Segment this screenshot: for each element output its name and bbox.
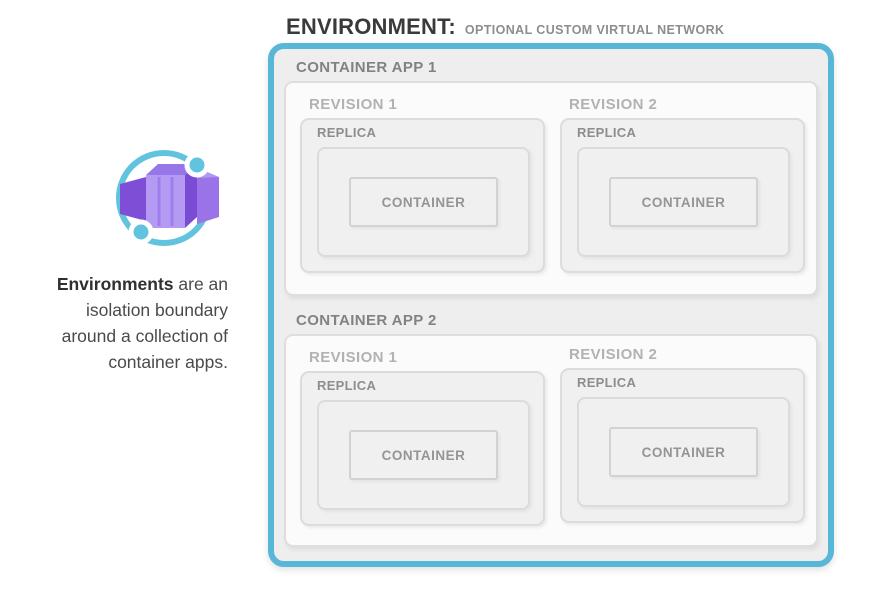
replica-box: REPLICA CONTAINER — [560, 368, 805, 523]
pod-boundary: CONTAINER — [577, 147, 790, 257]
right-cube-front — [197, 177, 219, 224]
replica-label: REPLICA — [317, 378, 377, 393]
container-app-2-label: CONTAINER APP 2 — [296, 312, 437, 329]
container-label: CONTAINER — [641, 194, 726, 210]
description-line: container apps. — [108, 352, 228, 372]
environment-description: Environments are an isolation boundary a… — [16, 271, 228, 375]
container-box: CONTAINER — [349, 430, 498, 480]
pod-boundary: CONTAINER — [577, 397, 790, 507]
description-line: Environments are an — [16, 271, 228, 297]
container-app-2-box: REVISION 1 REPLICA CONTAINER REVISION 2 … — [284, 334, 818, 547]
container-app-1-label: CONTAINER APP 1 — [296, 59, 437, 76]
center-cube-front — [146, 175, 185, 228]
description-line: isolation boundary — [85, 300, 228, 320]
revision-label: REVISION 2 — [569, 346, 658, 363]
replica-box: REPLICA CONTAINER — [560, 118, 805, 273]
center-cube-top — [146, 164, 197, 175]
replica-label: REPLICA — [577, 125, 637, 140]
pod-boundary: CONTAINER — [317, 147, 530, 257]
center-cube-side — [185, 164, 197, 228]
orbit-dot-bottom — [128, 219, 154, 245]
replica-label: REPLICA — [317, 125, 377, 140]
page-title: ENVIRONMENT: OPTIONAL CUSTOM VIRTUAL NET… — [286, 14, 724, 40]
app2-revision-1: REVISION 1 REPLICA CONTAINER — [300, 349, 545, 526]
app2-revision-2: REVISION 2 REPLICA CONTAINER — [560, 346, 805, 523]
replica-box: REPLICA CONTAINER — [300, 371, 545, 526]
container-box: CONTAINER — [609, 427, 758, 477]
container-box: CONTAINER — [349, 177, 498, 227]
description-line: around a collection of — [61, 326, 228, 346]
container-label: CONTAINER — [381, 447, 466, 463]
description-line1-rest: are an — [173, 274, 228, 294]
app1-revision-1: REVISION 1 REPLICA CONTAINER — [300, 96, 545, 273]
container-label: CONTAINER — [641, 444, 726, 460]
container-label: CONTAINER — [381, 194, 466, 210]
left-cube — [120, 177, 146, 221]
replica-label: REPLICA — [577, 375, 637, 390]
container-apps-icon-svg — [116, 150, 219, 246]
environment-subtitle: OPTIONAL CUSTOM VIRTUAL NETWORK — [464, 23, 725, 37]
app1-revision-2: REVISION 2 REPLICA CONTAINER — [560, 96, 805, 273]
description-bold: Environments — [56, 274, 174, 294]
replica-box: REPLICA CONTAINER — [300, 118, 545, 273]
environment-box: CONTAINER APP 1 REVISION 1 REPLICA CONTA… — [268, 43, 834, 567]
revision-label: REVISION 1 — [309, 96, 398, 113]
revision-label: REVISION 2 — [569, 96, 658, 113]
revision-label: REVISION 1 — [309, 349, 398, 366]
orbit-dot-top — [184, 152, 210, 178]
pod-boundary: CONTAINER — [317, 400, 530, 510]
container-box: CONTAINER — [609, 177, 758, 227]
container-app-1-box: REVISION 1 REPLICA CONTAINER REVISION 2 … — [284, 81, 818, 296]
azure-container-apps-icon — [106, 144, 222, 252]
environment-title: ENVIRONMENT: — [286, 14, 456, 39]
